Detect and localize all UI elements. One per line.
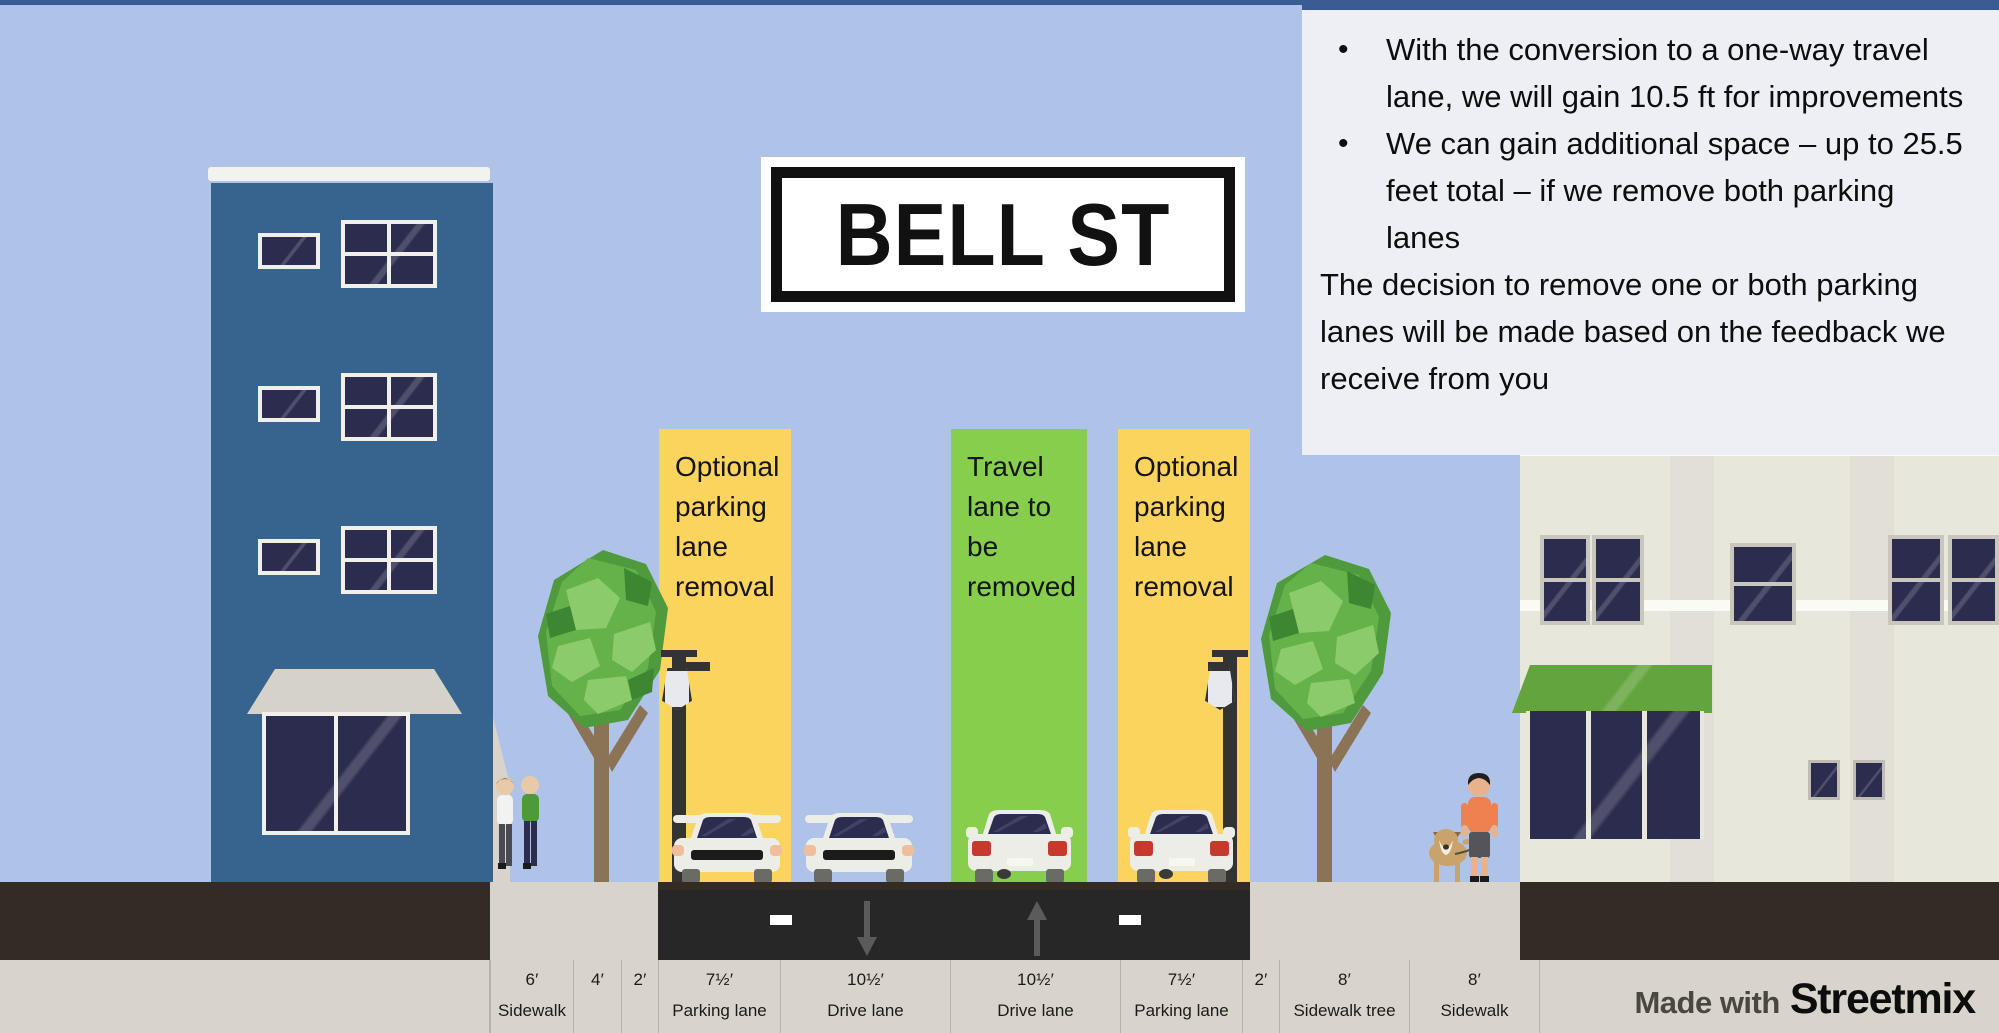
segment-parking-lane-right[interactable]: 7½′ Parking lane xyxy=(1120,960,1242,1033)
callout-text: Optional parking lane removal xyxy=(675,451,780,602)
lamp-arm xyxy=(684,662,710,671)
window-quad xyxy=(341,373,437,441)
car-drive-lane-right xyxy=(962,803,1077,883)
street-name-sign-inner: BELL ST xyxy=(771,167,1235,302)
segment-label-bar: 6′ Sidewalk 4′ 2′ 7½′ Parking lane 10½′ … xyxy=(0,960,1999,1033)
window-right xyxy=(1948,535,1999,625)
notes-bullet-text: We can gain additional space – up to 25.… xyxy=(1386,126,1963,255)
bullet-icon: • xyxy=(1338,127,1349,160)
segment-2ft-right[interactable]: 2′ xyxy=(1242,960,1279,1033)
segment-2ft-left[interactable]: 2′ xyxy=(621,960,658,1033)
segment-sidewalk-right[interactable]: 8′ Sidewalk xyxy=(1409,960,1539,1033)
segment-width: 10½′ xyxy=(1016,970,1055,989)
notes-tail-text: The decision to remove one or both parki… xyxy=(1320,267,1946,396)
segment-name: Drive lane xyxy=(997,1001,1074,1020)
arrow-down-icon xyxy=(852,901,882,961)
window-right xyxy=(1592,535,1644,625)
lamp-pole xyxy=(672,655,686,885)
notes-bullet-text: With the conversion to a one-way travel … xyxy=(1386,32,1964,114)
segment-width: 7½′ xyxy=(1167,970,1196,989)
brand-product-label: Streetmix xyxy=(1789,974,1976,1023)
window-right xyxy=(1540,535,1590,625)
car-drive-lane-left xyxy=(800,805,918,883)
notes-panel: • With the conversion to a one-way trave… xyxy=(1302,5,1999,455)
brand-made-with-label: Made with xyxy=(1634,984,1780,1020)
segment-width: 2′ xyxy=(633,970,647,989)
street-name-label: BELL ST xyxy=(835,184,1171,284)
tree-right-svg xyxy=(1261,555,1391,885)
sidewalk-right-tree xyxy=(1250,882,1454,960)
segment-name: Sidewalk xyxy=(1440,1001,1509,1020)
callout-travel-lane: Travel lane to be removed xyxy=(951,429,1087,885)
segment-width: 10½′ xyxy=(846,970,885,989)
segment-name: Parking lane xyxy=(672,1001,767,1020)
segment-width: 7½′ xyxy=(705,970,734,989)
callout-text: Travel lane to be removed xyxy=(967,451,1076,602)
segment-width: 8′ xyxy=(1337,970,1352,989)
segment-parking-lane-left[interactable]: 7½′ Parking lane xyxy=(658,960,780,1033)
lane-marking-dash xyxy=(1119,915,1141,925)
segment-width: 4′ xyxy=(590,970,605,989)
window-quad xyxy=(341,526,437,594)
segment-drive-lane-right[interactable]: 10½′ Drive lane xyxy=(950,960,1120,1033)
window-right xyxy=(1888,535,1944,625)
segment-sidewalk-tree[interactable]: 8′ Sidewalk tree xyxy=(1279,960,1409,1033)
bullet-icon: • xyxy=(1338,33,1349,66)
notes-bullet-item: • We can gain additional space – up to 2… xyxy=(1320,120,1973,261)
pedestrian-pair xyxy=(492,775,548,885)
storefront-window-right xyxy=(1526,711,1704,839)
car-parked-right xyxy=(1124,803,1239,883)
streetmix-brand: Made with Streetmix xyxy=(1634,974,1976,1024)
notes-bullet-list: • With the conversion to a one-way trave… xyxy=(1320,26,1973,261)
window-right xyxy=(1730,543,1796,625)
window-small xyxy=(258,386,320,422)
callout-text: Optional parking lane removal xyxy=(1134,451,1239,602)
sidewalk-left xyxy=(490,882,658,960)
dog xyxy=(1429,829,1478,882)
tree-left-svg xyxy=(538,550,668,885)
segment-name: Sidewalk tree xyxy=(1293,1001,1396,1020)
lane-marking-dash xyxy=(770,915,792,925)
window-small xyxy=(258,233,320,269)
window-quad xyxy=(341,220,437,288)
building-left-roof-cap xyxy=(208,167,490,181)
awning-right xyxy=(1512,665,1712,713)
segment-drive-lane-left[interactable]: 10½′ Drive lane xyxy=(780,960,950,1033)
label-bar-left-spacer xyxy=(0,960,490,1033)
notes-bullet-item: • With the conversion to a one-way trave… xyxy=(1320,26,1973,120)
segment-name: Parking lane xyxy=(1134,1001,1229,1020)
car-parked-left xyxy=(668,805,786,883)
vent-window xyxy=(1808,760,1840,800)
awning-left xyxy=(247,669,462,714)
vent-window xyxy=(1853,760,1885,800)
storefront-window-left xyxy=(262,712,410,835)
street-tree-left xyxy=(528,550,678,885)
segment-width: 8′ xyxy=(1467,970,1482,989)
segment-sidewalk-left[interactable]: 6′ Sidewalk xyxy=(490,960,573,1033)
segment-name: Sidewalk xyxy=(497,1001,567,1020)
segment-name: Drive lane xyxy=(827,1001,904,1020)
arrow-up-icon xyxy=(1022,901,1052,961)
window-small xyxy=(258,539,320,575)
roadway-asphalt xyxy=(658,890,1250,960)
lamp-cap xyxy=(661,650,697,657)
sidewalk-right xyxy=(1454,882,1520,960)
pedestrian-with-dog xyxy=(1425,770,1510,885)
lamp-cap xyxy=(1212,650,1248,657)
street-tree-right xyxy=(1255,555,1405,885)
lamp-arm xyxy=(1208,662,1234,671)
segment-width: 6′ xyxy=(525,970,539,989)
branding-area: Made with Streetmix xyxy=(1539,960,1999,1033)
street-name-sign: BELL ST xyxy=(761,157,1245,312)
segment-4ft[interactable]: 4′ xyxy=(573,960,621,1033)
segment-width: 2′ xyxy=(1254,970,1268,989)
